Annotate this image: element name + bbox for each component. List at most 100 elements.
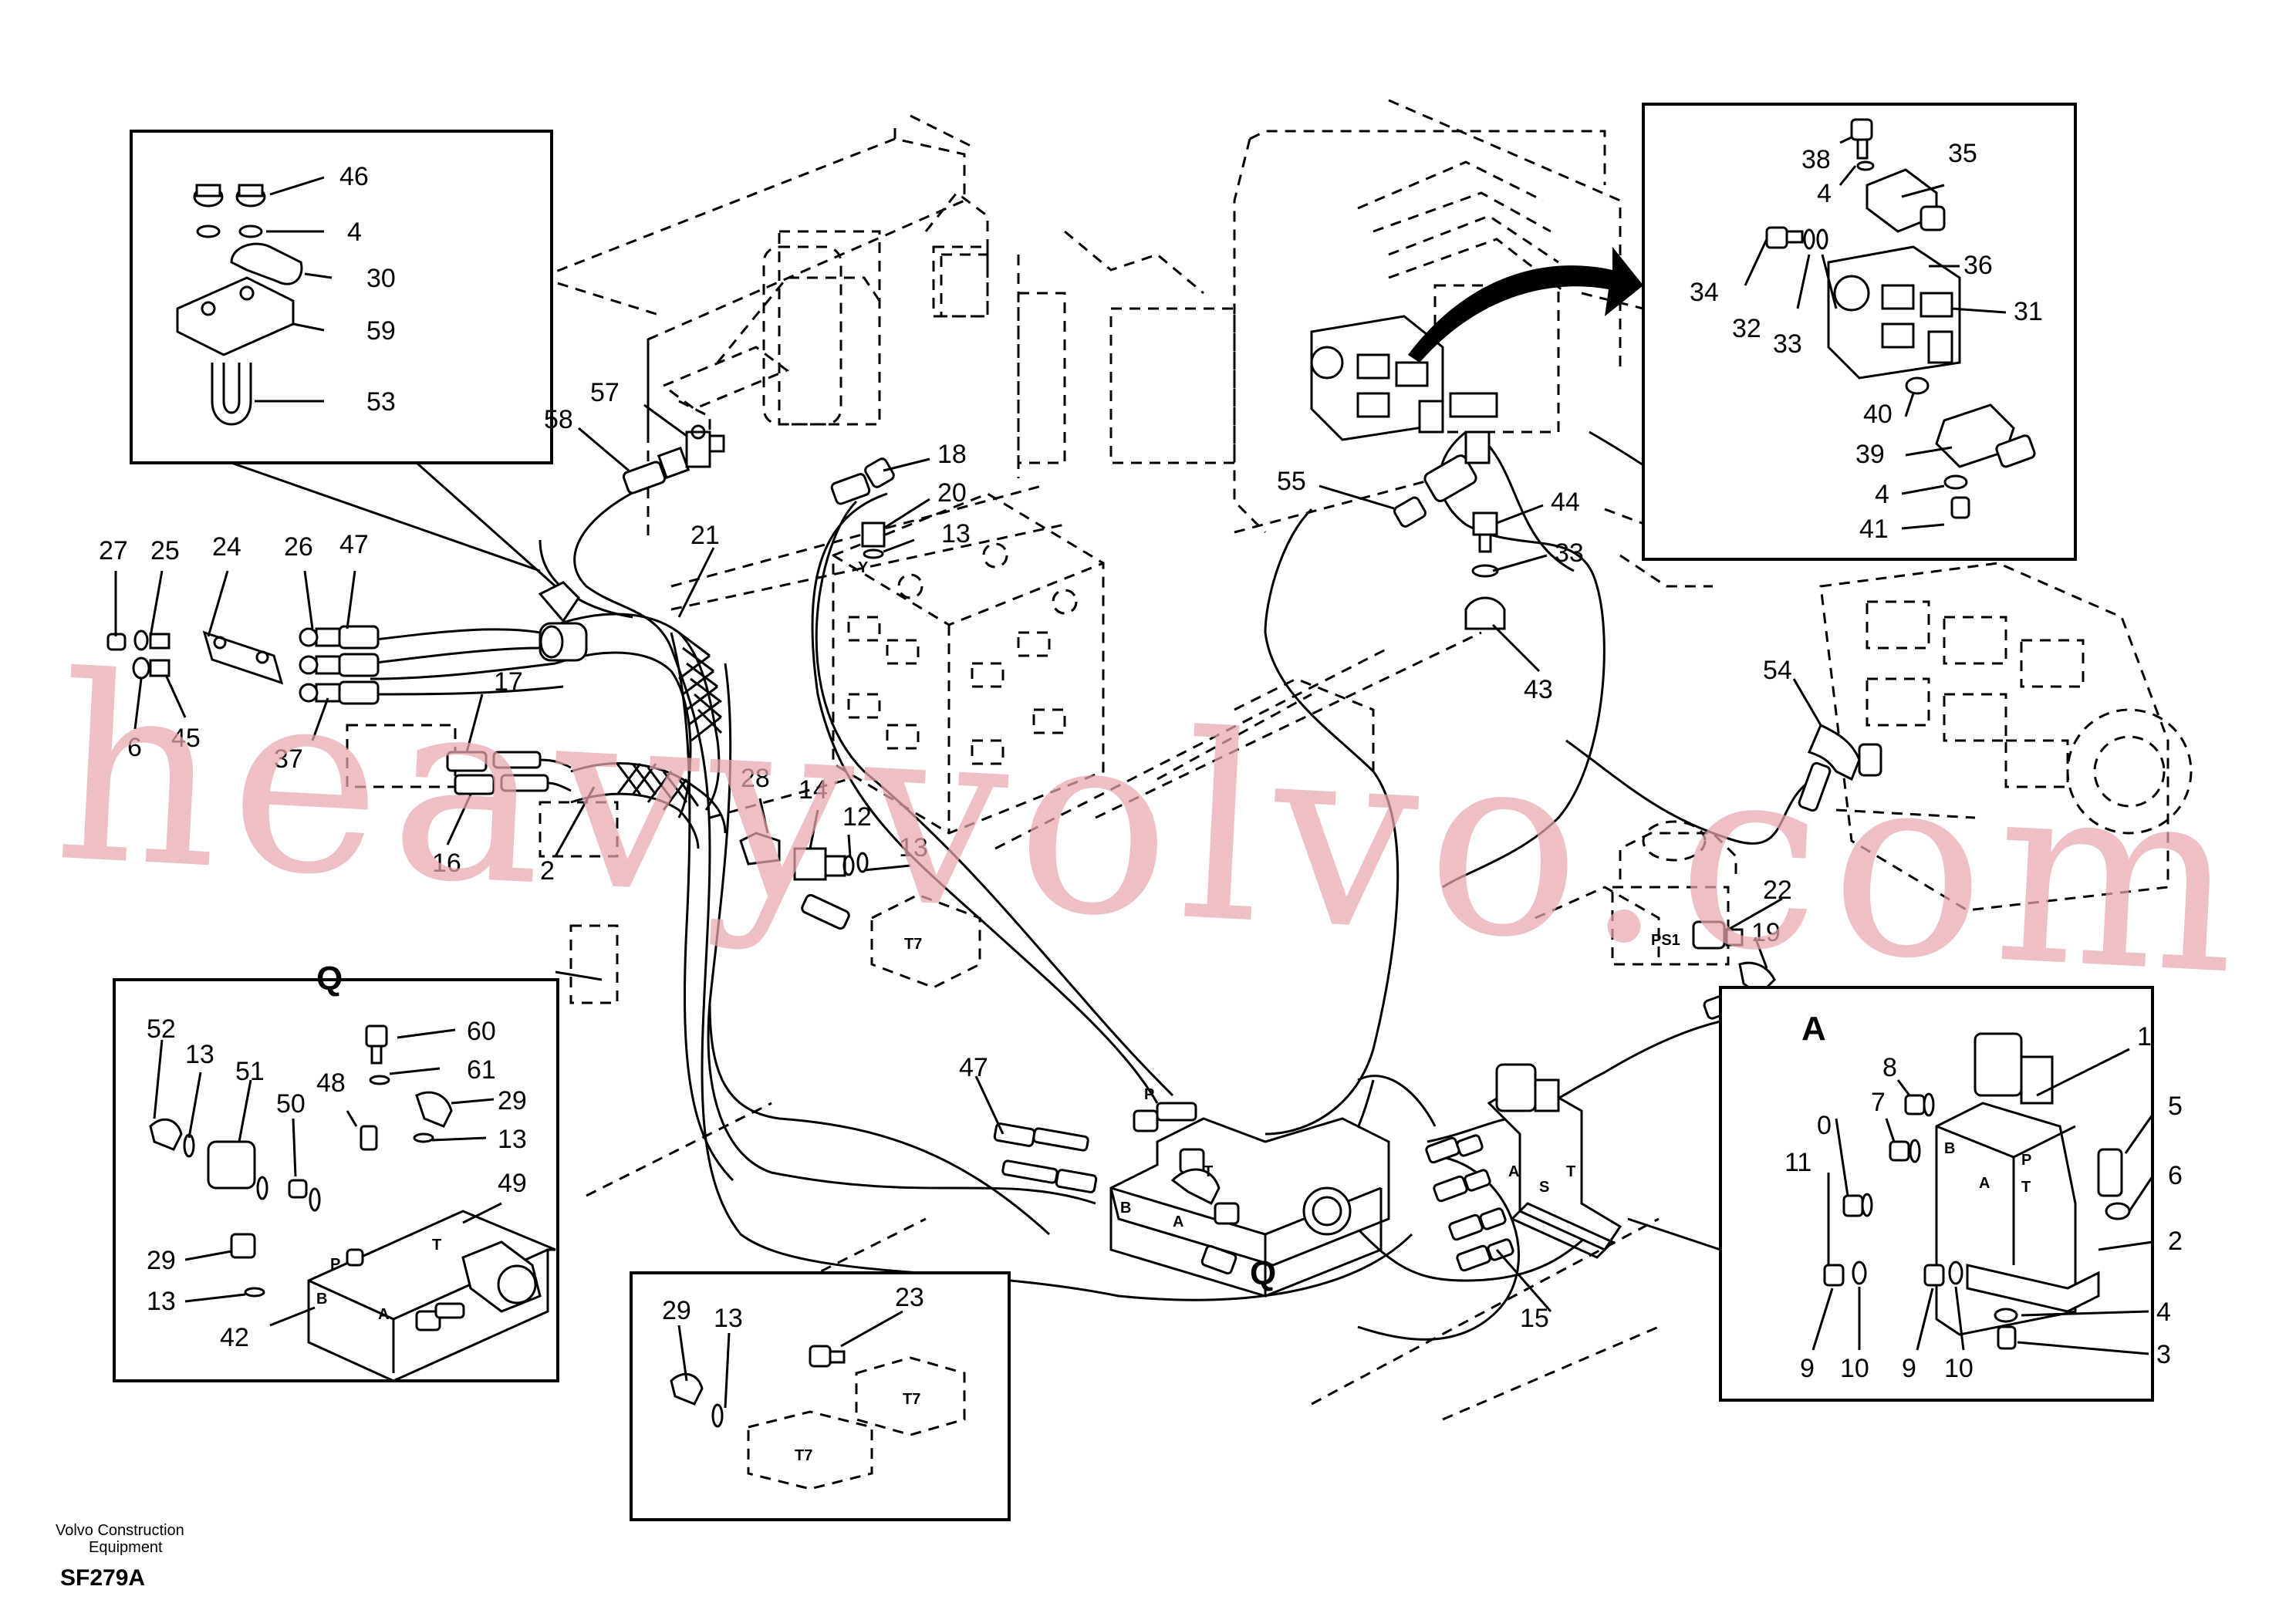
- tr-label-39: 39: [1855, 440, 1885, 469]
- q-port-b: B: [316, 1291, 327, 1308]
- tl-label-46: 46: [339, 162, 369, 191]
- a-port-a: A: [1979, 1175, 1990, 1192]
- a-label-0: 0: [1817, 1111, 1832, 1140]
- q-label-51: 51: [235, 1057, 265, 1086]
- main-q-port-p: P: [1144, 1086, 1154, 1103]
- q-label-48: 48: [316, 1068, 346, 1098]
- tl-label-59: 59: [366, 316, 396, 346]
- a-port-b: B: [1944, 1140, 1955, 1157]
- main-q-port-t: T: [1204, 1163, 1213, 1180]
- q-title: Q: [316, 960, 343, 997]
- label-55: 55: [1277, 467, 1306, 496]
- inset-top-right: 38 35 4 34 36 31 32 33 40 39 4 41: [1642, 103, 2077, 561]
- a-label-11: 11: [1784, 1148, 1811, 1177]
- label-22: 22: [1763, 876, 1792, 905]
- bottom-t7-a: T7: [903, 1391, 920, 1408]
- label-6: 6: [127, 733, 142, 762]
- tl-label-30: 30: [366, 264, 396, 293]
- a-label-7: 7: [1871, 1088, 1886, 1117]
- q-label-29a: 29: [498, 1086, 527, 1115]
- tr-label-35: 35: [1948, 139, 1977, 168]
- fitting-18-20: [830, 457, 895, 559]
- inset-a: B P A T A 1 8 7 0 11 5 6 2 4 3 9 10 9 10: [1627, 986, 2183, 1402]
- watermark-text: heavyvolvo.com: [49, 621, 2244, 1031]
- label-45: 45: [171, 724, 201, 753]
- label-25: 25: [150, 536, 180, 565]
- a-label-4: 4: [2156, 1298, 2171, 1327]
- q-port-t: T: [432, 1237, 441, 1254]
- tr-label-31: 31: [2014, 297, 2043, 326]
- control-valve-block: Y: [832, 492, 1105, 835]
- tr-label-36: 36: [1963, 251, 1993, 280]
- t7-block-main: T7: [870, 893, 981, 989]
- q-label-50: 50: [276, 1089, 306, 1119]
- label-13-mid: 13: [899, 833, 928, 862]
- label-18: 18: [937, 440, 967, 469]
- bottom-t7-b: T7: [795, 1447, 812, 1464]
- motor-assembly: [1310, 315, 1498, 528]
- hydraulic-tank-outline: [661, 245, 1066, 464]
- label-16: 16: [432, 849, 461, 878]
- footer-company-line2: Equipment: [89, 1539, 163, 1556]
- q-label-42: 42: [220, 1323, 249, 1352]
- t7-text-main: T7: [904, 936, 922, 953]
- label-54: 54: [1763, 656, 1792, 685]
- bracket-24: [106, 629, 284, 685]
- tr-label-41: 41: [1859, 515, 1889, 544]
- fitting-cluster-15: [1425, 1134, 1514, 1272]
- label-12: 12: [842, 802, 872, 832]
- main-q-port-b: B: [1120, 1200, 1131, 1217]
- tl-label-4: 4: [347, 218, 362, 247]
- main-pump: [1819, 562, 2193, 912]
- tl-label-53: 53: [366, 387, 396, 417]
- figure-code: SF279A: [60, 1565, 145, 1591]
- bottom-label-23: 23: [895, 1283, 924, 1312]
- main-callouts: 27 25 24 26 47 6 45 37 17 16 2 58 57 21 …: [99, 378, 1822, 1333]
- a-label-3: 3: [2156, 1340, 2171, 1369]
- main-q-title: Q: [1250, 1254, 1276, 1292]
- q-label-13b: 13: [498, 1125, 527, 1154]
- ps1-text: PS1: [1651, 932, 1680, 949]
- main-q-port-a: A: [1173, 1213, 1183, 1230]
- main-a-port-a: A: [1508, 1163, 1519, 1180]
- valve-a-main: A S T: [1487, 1063, 1622, 1259]
- label-14: 14: [799, 775, 828, 805]
- label-2: 2: [540, 856, 555, 886]
- tr-label-34: 34: [1690, 278, 1719, 307]
- a-label-6: 6: [2168, 1161, 2183, 1190]
- q-label-13a: 13: [185, 1040, 214, 1069]
- q-label-52: 52: [147, 1014, 176, 1044]
- q-port-a: A: [378, 1306, 389, 1323]
- inset-bottom: T7 T7 29 13 23: [630, 1271, 1011, 1521]
- tr-label-33: 33: [1773, 329, 1802, 359]
- label-27: 27: [99, 536, 128, 565]
- ps1-block: PS1: [1611, 820, 1737, 966]
- inset-top-left: 46 4 30 59 53: [130, 130, 556, 588]
- a-label-8: 8: [1882, 1053, 1897, 1082]
- tr-label-38: 38: [1801, 145, 1831, 174]
- fitting-57-58: [622, 424, 725, 494]
- label-44: 44: [1551, 488, 1580, 517]
- a-label-9b: 9: [1902, 1354, 1916, 1383]
- a-label-5: 5: [2168, 1092, 2183, 1121]
- tr-label-40: 40: [1863, 400, 1893, 429]
- a-label-9a: 9: [1800, 1354, 1815, 1383]
- label-28: 28: [741, 764, 770, 793]
- a-label-10b: 10: [1944, 1354, 1974, 1383]
- tr-label-32: 32: [1732, 314, 1761, 343]
- main-a-port-t: T: [1566, 1163, 1575, 1180]
- q-port-p: P: [330, 1256, 340, 1273]
- a-label-2: 2: [2168, 1227, 2183, 1256]
- inset-q: P T B A Q 60 61 52 13 51 48 50 29 13 49 …: [113, 960, 603, 1382]
- label-13-top: 13: [941, 519, 971, 548]
- q-label-61: 61: [467, 1055, 496, 1085]
- elbow-54: [1798, 723, 1882, 812]
- label-20: 20: [937, 478, 967, 508]
- label-58: 58: [544, 405, 573, 434]
- a-port-p: P: [2021, 1152, 2031, 1169]
- q-label-13c: 13: [147, 1287, 176, 1316]
- label-26: 26: [284, 532, 313, 562]
- label-47: 47: [339, 530, 369, 559]
- label-33-main: 33: [1555, 538, 1584, 568]
